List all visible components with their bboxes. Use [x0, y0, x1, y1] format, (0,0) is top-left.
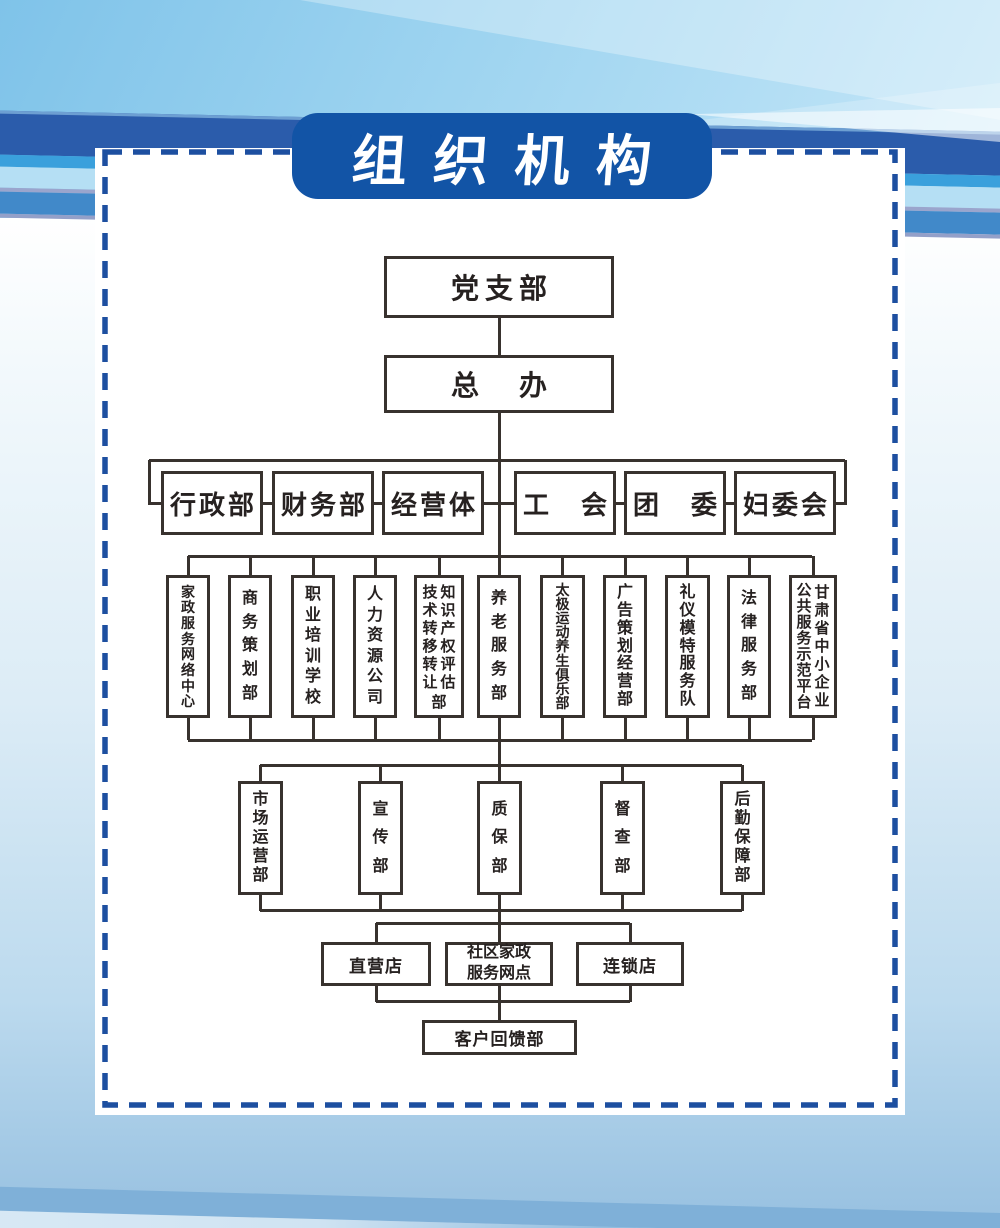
node-etiquette-model-team: 礼仪模特服务队 [665, 575, 710, 718]
page-title: 组织机构 [349, 130, 680, 192]
node-gansu-sme-platform: 甘肃省中小企业 公共服务示范平台 [789, 575, 837, 718]
node-elderly-care-dept: 养老服务部 [477, 575, 521, 718]
node-party-branch: 党支部 [384, 256, 614, 318]
node-label: 经营体 [390, 489, 478, 520]
node-label: 直营店 [349, 956, 403, 976]
connector-bracket-right [843, 460, 847, 505]
node-general-office: 总 办 [384, 355, 614, 413]
node-housekeeping-network-center: 家政服务网络中心 [166, 575, 210, 718]
node-customer-feedback-dept: 客户回馈部 [422, 1020, 577, 1055]
node-label: 团 委 [632, 489, 720, 520]
node-ad-planning-dept: 广告策划经营部 [603, 575, 647, 718]
node-label: 妇委会 [742, 489, 830, 520]
connector-bracket-left [147, 460, 151, 505]
connector-bus-l4-top [188, 554, 812, 558]
node-vocational-training-school: 职业培训学校 [291, 575, 335, 718]
page-title-banner: 组织机构 [292, 113, 712, 199]
column-left: 技术转移转让 [422, 584, 438, 691]
node-label: 后勤保障部 [734, 791, 751, 884]
vertical-columns: 知识产权评估 技术转移转让 [419, 582, 459, 693]
node-label: 党支部 [450, 273, 553, 304]
node-label: 市场运营部 [252, 791, 269, 884]
node-administration-dept: 行政部 [161, 471, 263, 535]
node-finance-dept: 财务部 [272, 471, 374, 535]
node-label: 质保部 [491, 800, 508, 875]
node-chain-store: 连锁店 [576, 942, 684, 986]
node-business-unit: 经营体 [382, 471, 484, 535]
node-label: 太极运动养生俱乐部 [555, 582, 570, 711]
column-bottom-char: 部 [431, 694, 447, 711]
node-label: 商务策划部 [241, 589, 258, 703]
node-label: 宣传部 [372, 800, 389, 875]
node-labor-union: 工 会 [514, 471, 616, 535]
node-business-planning-dept: 商务策划部 [228, 575, 272, 718]
node-taiji-wellness-club: 太极运动养生俱乐部 [540, 575, 585, 718]
connector-bus-l4-bottom [188, 738, 812, 742]
node-hr-company: 人力资源公司 [353, 575, 397, 718]
node-label: 财务部 [280, 489, 368, 520]
node-label: 养老服务部 [490, 589, 507, 703]
node-label: 社区家政服务网点 [466, 944, 531, 982]
column-left: 公共服务示范平台 [796, 582, 812, 711]
connector-shops-bottom [376, 999, 630, 1003]
node-women-committee: 妇委会 [734, 471, 836, 535]
node-legal-service-dept: 法律服务部 [727, 575, 771, 718]
node-label: 督查部 [614, 800, 631, 875]
node-supervision-dept: 督查部 [600, 781, 645, 895]
node-direct-store: 直营店 [321, 942, 431, 986]
vertical-columns: 甘肃省中小企业 公共服务示范平台 [794, 582, 832, 711]
column-right: 知识产权评估 [440, 584, 456, 691]
node-label: 广告策划经营部 [616, 583, 633, 709]
node-label: 家政服务网络中心 [181, 583, 195, 710]
node-label: 职业培训学校 [304, 586, 321, 706]
node-community-service-outlet: 社区家政服务网点 [445, 942, 553, 986]
connector-chain-l3 [149, 501, 845, 505]
node-label: 工 会 [522, 489, 610, 520]
node-ip-evaluation-tech-transfer-dept: 知识产权评估 技术转移转让 部 [414, 575, 464, 718]
node-label: 总 办 [450, 370, 553, 401]
node-label: 行政部 [169, 489, 257, 520]
node-youth-league: 团 委 [624, 471, 726, 535]
connector-bus-l3-top [149, 458, 845, 462]
node-logistics-support-dept: 后勤保障部 [720, 781, 765, 895]
node-label: 礼仪模特服务队 [679, 583, 696, 709]
node-label: 法律服务部 [740, 589, 757, 703]
node-label: 连锁店 [603, 956, 657, 976]
node-market-operation-dept: 市场运营部 [238, 781, 283, 895]
column-right: 甘肃省中小企业 [814, 584, 830, 709]
connector-shops-top [376, 921, 630, 925]
node-label: 客户回馈部 [454, 1030, 545, 1049]
connector-bus-l5-top [260, 763, 742, 767]
node-label: 人力资源公司 [366, 586, 383, 706]
node-quality-assurance-dept: 质保部 [477, 781, 522, 895]
node-publicity-dept: 宣传部 [358, 781, 403, 895]
connector-bus-l5-bottom [260, 908, 742, 912]
